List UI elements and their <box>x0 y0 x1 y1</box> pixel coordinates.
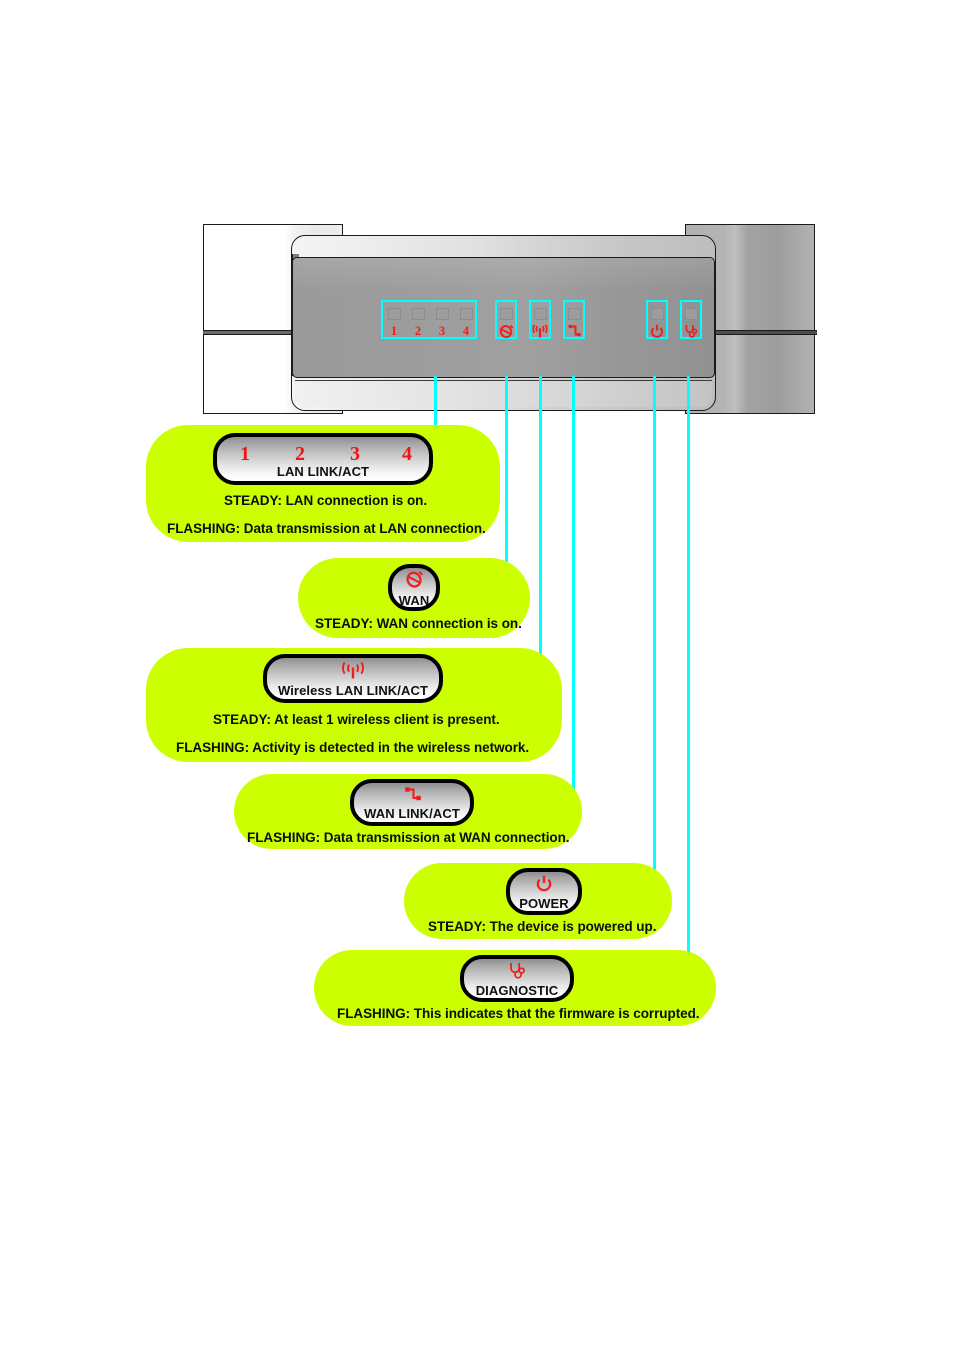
badge-lan-numbers: 1 2 3 4 <box>217 443 429 465</box>
zigzag-link-icon <box>565 323 583 340</box>
badge-lan-number-2: 2 <box>295 443 305 465</box>
badge-diagnostic-label: DIAGNOSTIC <box>475 982 559 998</box>
led-group-power <box>646 300 668 339</box>
led-group-wan-act <box>563 300 585 339</box>
antenna-icon <box>338 661 368 686</box>
callout-diagnostic-line-1: FLASHING: This indicates that the firmwa… <box>337 1006 700 1021</box>
led-symbol-lan-4: 4 <box>462 324 470 338</box>
led-cell-lan-4 <box>460 308 473 320</box>
callout-wan: WAN STEADY: WAN connection is on. <box>298 558 530 638</box>
callout-power-line-1: STEADY: The device is powered up. <box>428 919 657 934</box>
badge-wan-act: WAN LINK/ACT <box>350 779 474 826</box>
callout-lan-line-1: STEADY: LAN connection is on. <box>224 493 428 508</box>
badge-wan-act-label: WAN LINK/ACT <box>364 806 460 821</box>
led-group-diagnostic <box>680 300 702 339</box>
callout-power: POWER STEADY: The device is powered up. <box>404 863 672 939</box>
callout-wan-act-line-1: FLASHING: Data transmission at WAN conne… <box>247 830 570 845</box>
led-cell-power <box>651 308 664 320</box>
power-icon <box>533 874 555 899</box>
callout-wireless-line-2: FLASHING: Activity is detected in the wi… <box>176 740 530 755</box>
globe-icon <box>403 569 425 595</box>
leader-line-power <box>653 376 656 896</box>
zigzag-link-icon <box>399 785 425 809</box>
callout-diagnostic: DIAGNOSTIC FLASHING: This indicates that… <box>314 950 716 1026</box>
led-symbol-lan-1: 1 <box>390 324 398 338</box>
badge-power-label: POWER <box>519 895 569 911</box>
left-panel-divider <box>203 330 345 335</box>
badge-lan-label: LAN LINK/ACT <box>276 464 370 479</box>
antenna-icon <box>531 323 549 340</box>
router-device-illustration: 1 2 3 4 <box>203 224 817 414</box>
led-symbol-lan-2: 2 <box>414 324 422 338</box>
led-group-lan: 1 2 3 4 <box>381 300 477 339</box>
leader-line-wan-act <box>572 376 575 800</box>
leader-line-wan <box>505 376 508 588</box>
badge-wan-label: WAN <box>398 592 430 608</box>
led-group-wan <box>495 300 517 339</box>
stethoscope-icon <box>504 961 530 986</box>
globe-icon <box>497 323 515 340</box>
callout-wan-line-1: STEADY: WAN connection is on. <box>315 616 522 631</box>
led-cell-lan-3 <box>436 308 449 320</box>
badge-wan: WAN <box>388 564 440 611</box>
callout-wireless: Wireless LAN LINK/ACT STEADY: At least 1… <box>146 648 562 762</box>
callout-wireless-line-1: STEADY: At least 1 wireless client is pr… <box>213 712 500 727</box>
led-cell-lan-2 <box>412 308 425 320</box>
badge-diagnostic: DIAGNOSTIC <box>460 955 574 1002</box>
device-front-face: 1 2 3 4 <box>292 257 715 378</box>
stethoscope-icon <box>682 323 700 340</box>
badge-lan-number-3: 3 <box>350 443 360 465</box>
callout-lan-line-2: FLASHING: Data transmission at LAN conne… <box>167 521 486 536</box>
callout-lan: 1 2 3 4 LAN LINK/ACT STEADY: LAN connect… <box>146 425 500 542</box>
device-bottom-lip <box>295 380 712 407</box>
leader-line-wireless <box>539 376 542 682</box>
led-symbol-lan-3: 3 <box>438 324 446 338</box>
led-cell-wan-act <box>568 308 581 320</box>
badge-power: POWER <box>506 868 582 915</box>
led-cell-lan-1 <box>388 308 401 320</box>
leader-line-diagnostic <box>687 376 690 982</box>
badge-lan-number-1: 1 <box>240 443 250 465</box>
badge-wireless-label: Wireless LAN LINK/ACT <box>277 682 429 698</box>
led-group-wireless <box>529 300 551 339</box>
badge-lan: 1 2 3 4 LAN LINK/ACT <box>213 433 433 485</box>
power-icon <box>648 323 666 340</box>
led-cell-diagnostic <box>685 308 698 320</box>
right-panel-divider <box>685 330 817 335</box>
led-cell-wan <box>500 308 513 320</box>
callout-wan-act: WAN LINK/ACT FLASHING: Data transmission… <box>234 774 582 849</box>
leader-line-lan <box>434 376 437 450</box>
badge-wireless: Wireless LAN LINK/ACT <box>263 654 443 703</box>
badge-lan-number-4: 4 <box>402 443 412 465</box>
face-sheen <box>293 258 714 292</box>
led-cell-wireless <box>534 308 547 320</box>
